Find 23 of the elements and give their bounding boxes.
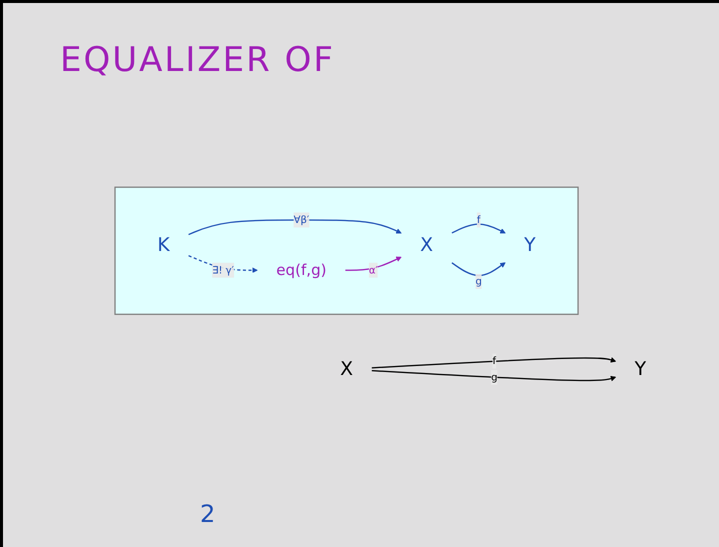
- commute-mark: 2: [200, 500, 216, 528]
- edge-label: g: [491, 371, 498, 384]
- arrow: [372, 370, 616, 382]
- edge-label: α′: [368, 264, 378, 276]
- edge-label: g: [475, 275, 482, 288]
- arrow: [452, 224, 506, 234]
- arrow: [452, 262, 506, 276]
- edge-label: f: [476, 214, 480, 226]
- edge-label: ∀β′: [294, 214, 310, 226]
- arrow: [372, 357, 616, 368]
- diagram-title: EQUALIZER OF: [60, 40, 335, 80]
- arrow: [345, 256, 402, 271]
- node-text: K: [157, 234, 170, 256]
- arrow: [188, 255, 258, 273]
- edge-label: f: [492, 354, 496, 367]
- edge-label: ∃! γ′: [212, 264, 234, 276]
- node-text: Y: [524, 234, 536, 256]
- arrow: [188, 219, 402, 236]
- node-text: X: [420, 234, 434, 256]
- node-text: eq(f,g): [276, 261, 327, 280]
- node-text: X: [340, 358, 353, 380]
- node-text: Y: [634, 358, 646, 380]
- cluster: [114, 186, 579, 315]
